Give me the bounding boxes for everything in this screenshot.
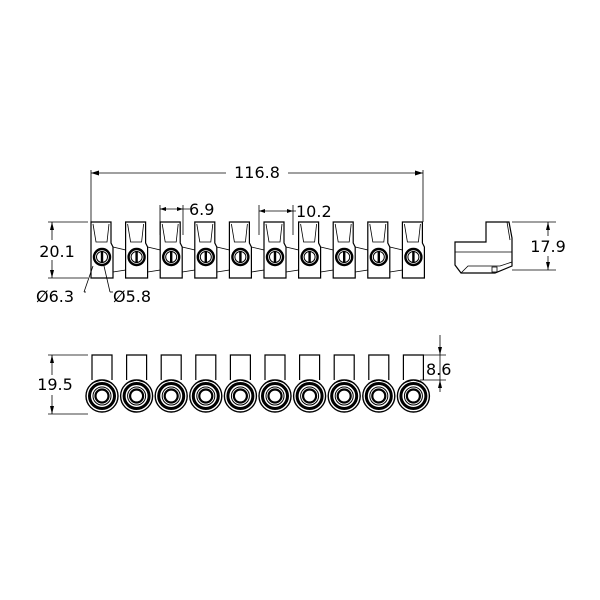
slot-width-dimension: 6.9 [159,200,214,235]
bottom-view [85,354,431,413]
wire-entry-hole [94,388,110,404]
side-height-label: 17.9 [530,237,566,256]
front-terminals [90,221,425,279]
bottom-terminal [223,354,258,413]
slot-width-label: 6.9 [189,200,214,219]
screw-hole [127,247,146,267]
wire-entry-hole [198,388,214,404]
wire-entry-hole [129,388,145,404]
bottom-terminal [189,354,223,413]
front-terminal [194,221,230,279]
bottom-terminals [85,354,431,413]
bottom-terminal [327,354,361,413]
bottom-terminal [119,354,154,413]
front-terminal [332,221,369,279]
screw-hole [265,247,285,267]
hole-diameter-leaders: Ø6.3 Ø5.8 [36,265,151,306]
screw-hole [92,247,112,267]
bottom-height-label: 19.5 [37,375,73,394]
bottom-terminal [292,354,327,413]
wire-entry-hole [267,388,283,404]
front-terminal [228,221,265,279]
screw-hole [231,247,250,267]
inner-hole-diameter-label: Ø5.8 [113,287,151,306]
front-height-dimension: 20.1 [34,221,88,279]
side-height-dimension: 17.9 [512,221,570,271]
front-view [90,221,425,279]
front-terminal [401,221,425,279]
front-terminal [125,221,161,279]
bottom-terminal [362,354,396,413]
wire-entry-hole [302,388,318,404]
bottom-terminal [154,354,188,413]
collar-height-dimension: 8.6 [420,335,451,392]
front-terminal [90,221,126,279]
screw-hole [369,247,388,267]
bottom-terminal [85,354,119,413]
overall-length-label: 116.8 [234,163,280,182]
collar-height-label: 8.6 [426,360,451,379]
screw-hole [404,247,423,267]
front-terminal [263,221,299,279]
overall-length-dimension: 116.8 [90,162,424,222]
wire-entry-hole [163,388,179,404]
front-terminal [159,221,196,279]
screw-hole [196,247,216,267]
front-terminal [298,221,334,279]
pitch-dimension: 10.2 [258,202,332,235]
bottom-terminal [396,354,431,413]
screw-hole [161,247,181,267]
wire-entry-hole [371,388,387,404]
side-view [454,221,513,274]
screw-hole [300,247,319,267]
pitch-label: 10.2 [296,202,332,221]
wire-entry-hole [336,388,352,404]
wire-entry-hole [405,388,421,404]
front-terminal [367,221,403,279]
screw-hole [335,247,354,267]
bottom-height-dimension: 19.5 [30,354,88,415]
bottom-terminal [258,354,292,413]
front-height-label: 20.1 [39,242,75,261]
outer-hole-diameter-label: Ø6.3 [36,287,74,306]
wire-entry-hole [232,388,248,404]
